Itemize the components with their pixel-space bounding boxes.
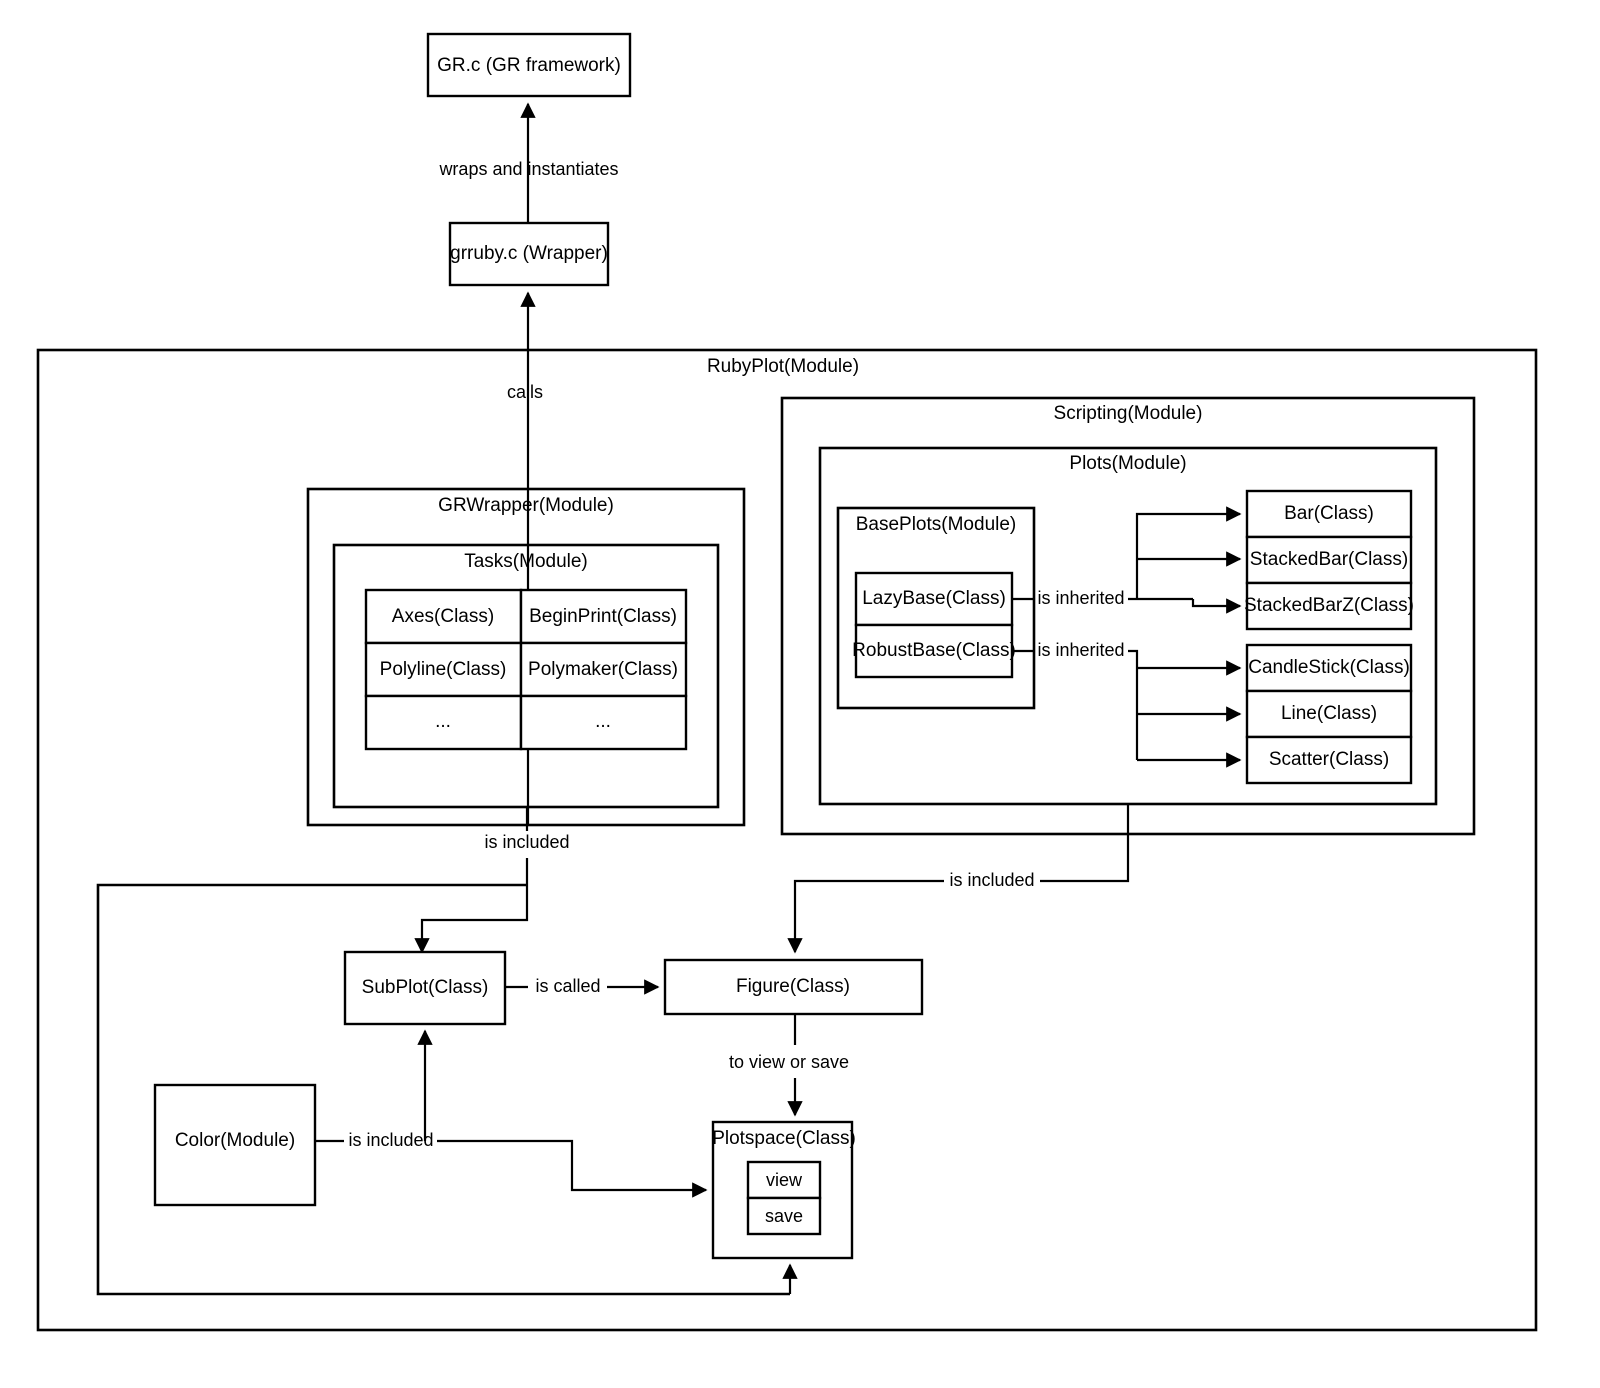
tasks-module-label: Tasks(Module) — [464, 551, 588, 572]
figure-label: Figure(Class) — [736, 976, 850, 997]
task-axes-label: Axes(Class) — [392, 606, 494, 627]
edge-plots-is-included-to-figure — [787, 879, 944, 954]
scatter-label: Scatter(Class) — [1269, 749, 1389, 770]
baseplots-module-label: BasePlots(Module) — [856, 514, 1017, 535]
edge-lazybase-to-stackedbarz — [1191, 598, 1242, 614]
edge-label-is-inherited-robust: is inherited — [1037, 640, 1124, 660]
color-module-label: Color(Module) — [175, 1130, 295, 1151]
rubyplot-module-label: RubyPlot(Module) — [707, 356, 859, 377]
task-beginprint-label: BeginPrint(Class) — [529, 606, 677, 627]
edge-lazybase-bus-riser — [1135, 506, 1242, 599]
stackedbarz-label: StackedBarZ(Class) — [1244, 595, 1414, 616]
rubyplot-module-container — [36, 348, 1538, 1332]
grwrapper-module-label: GRWrapper(Module) — [438, 495, 614, 516]
edge-label-is-included-color: is included — [348, 1130, 433, 1150]
scripting-module-label: Scripting(Module) — [1054, 403, 1203, 424]
task-polyline-label: Polyline(Class) — [380, 659, 507, 680]
stackedbarz-box[interactable] — [1245, 581, 1413, 631]
edge-tasks-is-included-to-subplot — [414, 858, 529, 954]
grruby-c-box[interactable] — [448, 221, 610, 287]
stackedbar-box[interactable] — [1245, 535, 1413, 585]
edge-color-to-plotspace — [437, 1139, 708, 1198]
bar-label: Bar(Class) — [1284, 503, 1374, 524]
grruby-c-label: grruby.c (Wrapper) — [450, 243, 608, 264]
task-more-right-box[interactable] — [519, 694, 688, 751]
lazybase-box[interactable] — [854, 571, 1014, 627]
figure-box[interactable] — [663, 958, 924, 1016]
edge-label-is-included-tasks: is included — [484, 832, 569, 852]
edge-label-is-called: is called — [535, 976, 600, 996]
plotspace-label: Plotspace(Class) — [712, 1128, 856, 1149]
task-polyline-box[interactable] — [364, 641, 523, 698]
task-more-right-label: ... — [595, 711, 611, 732]
task-more-left-box[interactable] — [364, 694, 523, 751]
bar-box[interactable] — [1245, 489, 1413, 539]
candlestick-label: CandleStick(Class) — [1248, 657, 1410, 678]
gr-c-label: GR.c (GR framework) — [437, 55, 621, 76]
plotspace-view-label: view — [766, 1170, 803, 1190]
plotspace-save-label: save — [765, 1206, 803, 1226]
bottom-group-container — [96, 883, 790, 1296]
edge-robustbase-bus — [1128, 649, 1139, 760]
edge-label-to-view-or-save: to view or save — [729, 1052, 849, 1072]
scatter-box[interactable] — [1245, 735, 1413, 785]
task-polymaker-box[interactable] — [519, 641, 688, 698]
lazybase-label: LazyBase(Class) — [862, 588, 1006, 609]
robustbase-label: RobustBase(Class) — [852, 640, 1016, 661]
line-label: Line(Class) — [1281, 703, 1377, 724]
stackedbar-label: StackedBar(Class) — [1250, 549, 1408, 570]
plotspace-save-box[interactable] — [746, 1196, 822, 1236]
edge-label-is-included-plots: is included — [949, 870, 1034, 890]
subplot-label: SubPlot(Class) — [362, 977, 489, 998]
edge-plots-is-included — [1040, 804, 1130, 883]
gr-c-box[interactable] — [426, 32, 632, 98]
plots-module-label: Plots(Module) — [1069, 453, 1186, 474]
edge-label-wraps-and-instantiates: wraps and instantiates — [438, 159, 618, 179]
plotspace-view-box[interactable] — [746, 1160, 822, 1200]
task-more-left-label: ... — [435, 711, 451, 732]
edge-label-calls: calls — [507, 382, 543, 402]
baseplots-module-container — [836, 506, 1036, 710]
line-box[interactable] — [1245, 689, 1413, 739]
task-polymaker-label: Polymaker(Class) — [528, 659, 678, 680]
task-beginprint-box[interactable] — [519, 588, 688, 645]
candlestick-box[interactable] — [1245, 643, 1413, 693]
edge-label-is-inherited-lazy: is inherited — [1037, 588, 1124, 608]
color-module-box[interactable] — [153, 1083, 317, 1207]
